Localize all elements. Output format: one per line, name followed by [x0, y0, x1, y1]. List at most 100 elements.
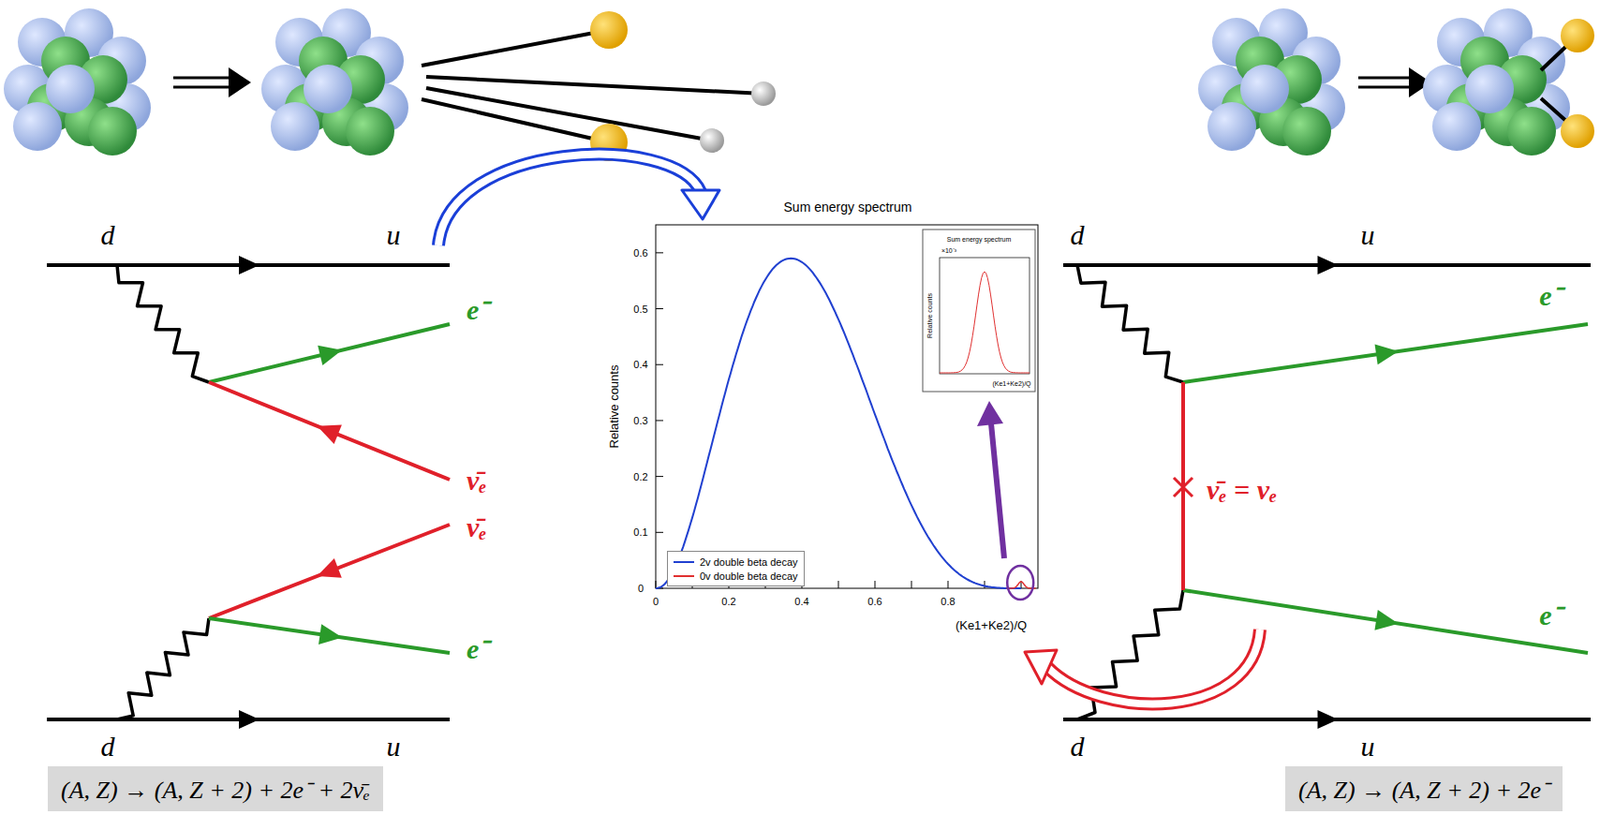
arrow-head [1318, 710, 1339, 729]
text-label: e⁻ [466, 294, 489, 326]
text-label: 0 [637, 582, 644, 594]
reaction-arrow [1358, 86, 1415, 89]
red-curved-arrow [1047, 629, 1260, 704]
text-label: 0.4 [794, 595, 809, 608]
emission-line [426, 76, 764, 94]
text-label: e⁻ [466, 633, 489, 665]
inset-peak [939, 271, 1030, 373]
zero-neutrino-peak [1006, 581, 1036, 589]
nucleon [1507, 106, 1556, 156]
arrow-head [1318, 255, 1339, 275]
text-label: ×10⁻³ [941, 247, 957, 255]
nucleon [88, 106, 137, 156]
purple-arrow [991, 423, 1005, 559]
lepton-line [208, 324, 450, 383]
inset-panel [922, 229, 1036, 392]
text-label: 0.2 [721, 595, 736, 608]
legend-text: 2v double beta decay [699, 556, 799, 568]
particle [751, 81, 776, 106]
nucleon [1465, 64, 1514, 114]
legend-line-sample [673, 575, 695, 578]
equation-text: (A, Z) → (A, Z + 2) + 2e⁻ + 2ν̄ₑ [60, 776, 371, 804]
text-label: d [101, 219, 116, 251]
arrow-head [318, 623, 342, 645]
nucleon [345, 106, 395, 156]
arrow-head [977, 400, 1004, 427]
text-label: e⁻ [1539, 280, 1561, 312]
text-label: Sum energy spectrum [784, 200, 913, 215]
lepton-line [208, 382, 450, 480]
reaction-arrow [1358, 76, 1415, 80]
arrow-head [316, 558, 341, 578]
arrow-head [238, 255, 260, 275]
text-label: 0.6 [633, 247, 648, 259]
equation-text: (A, Z) → (A, Z + 2) + 2e⁻ [1298, 776, 1550, 804]
text-label: ν̄ₑ [466, 464, 488, 496]
nucleon [13, 102, 62, 151]
blue-curved-arrow-head [681, 190, 720, 220]
text-label: 0.6 [867, 595, 882, 608]
reaction-arrow [173, 76, 235, 80]
text-label: Relative counts [926, 293, 934, 339]
nucleon [303, 64, 353, 114]
particle [590, 11, 628, 49]
w-boson [1077, 265, 1184, 383]
arrow-head [1374, 609, 1398, 631]
arrow-head [1375, 344, 1399, 366]
text-label: 0.5 [633, 302, 648, 314]
text-label: d [101, 730, 116, 762]
particle [1560, 114, 1595, 149]
arrow-head [228, 67, 252, 98]
text-label: 0.1 [633, 526, 648, 538]
w-boson [117, 618, 209, 720]
w-boson [117, 265, 209, 383]
lepton-line [208, 524, 450, 619]
text-label: 0.4 [633, 358, 648, 371]
emission-line [421, 29, 609, 66]
text-label: u [1361, 730, 1376, 762]
legend-row: 0v double beta decay [673, 568, 799, 583]
nucleon [1282, 106, 1332, 156]
text-label: 0.8 [940, 595, 955, 608]
reaction-arrow [173, 86, 235, 89]
legend-row: 2v double beta decay [673, 554, 799, 569]
nucleon [1240, 64, 1289, 114]
nucleon [1432, 102, 1482, 151]
arrow-head [317, 345, 342, 366]
arrow-head [238, 710, 260, 729]
equation-box: (A, Z) → (A, Z + 2) + 2e⁻ + 2ν̄ₑ [47, 766, 384, 812]
lepton-line [208, 618, 450, 653]
nucleon [1207, 102, 1257, 151]
text-label: d [1070, 219, 1085, 251]
text-label: (Ke1+Ke2)/Q [955, 619, 1027, 633]
particle [699, 128, 725, 153]
text-label: 0 [652, 595, 659, 608]
text-label: e⁻ [1539, 599, 1561, 631]
red-curved-arrow [1047, 629, 1260, 704]
text-label: Sum energy spectrum [947, 236, 1011, 244]
text-label: ν̄ₑ = νₑ [1206, 474, 1277, 505]
text-label: u [386, 730, 401, 762]
equation-box: (A, Z) → (A, Z + 2) + 2e⁻ [1285, 766, 1563, 812]
lepton-line [1183, 324, 1588, 383]
legend-text: 0v double beta decay [699, 570, 799, 582]
text-label: u [386, 219, 401, 251]
emission-line [421, 99, 609, 143]
text-label: d [1070, 730, 1085, 762]
nucleon [270, 102, 320, 151]
red-curved-arrow-head [1024, 650, 1057, 684]
text-label: u [1361, 219, 1376, 251]
highlight-ellipse [1007, 565, 1034, 600]
inset-frame [939, 257, 1030, 374]
legend-line-sample [673, 561, 695, 563]
nucleon [45, 64, 95, 114]
text-label: (Ke1+Ke2)/Q [992, 380, 1031, 388]
arrow-head [317, 425, 342, 445]
text-label: 0.3 [633, 414, 648, 427]
plot-frame [655, 224, 1038, 589]
text-label: 0.2 [633, 471, 648, 483]
majorana-cross [1173, 477, 1193, 497]
particle [1560, 18, 1595, 53]
